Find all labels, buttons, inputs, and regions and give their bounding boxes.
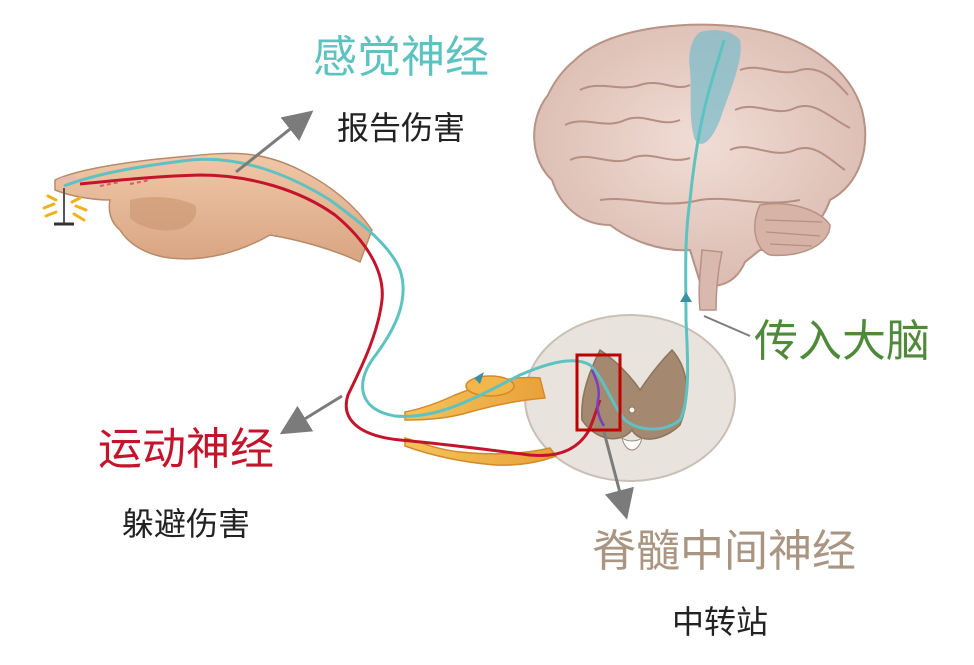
avoid-injury-label: 躲避伤害 [122,505,251,543]
relay-station-label: 中转站 [672,603,769,641]
tack-icon [42,188,88,226]
interneuron-highlight-box [575,353,622,432]
sensory-nerve-path [63,39,726,431]
sensory-nerve-title: 感觉神经 [313,32,489,83]
interneuron-arrow [602,431,634,520]
motor-arrow [279,394,343,435]
spinal-interneuron-title: 脊髓中间神经 [592,526,856,577]
interneuron-path [590,369,606,427]
motor-nerve-path [79,173,602,458]
motor-nerve-title: 运动神经 [98,424,274,475]
to-brain-title: 传入大脑 [754,316,930,367]
brain-illustration [533,23,867,311]
report-injury-label: 报告伤害 [337,109,466,147]
brain-arrow [703,315,751,337]
sensory-arrow [235,110,314,174]
